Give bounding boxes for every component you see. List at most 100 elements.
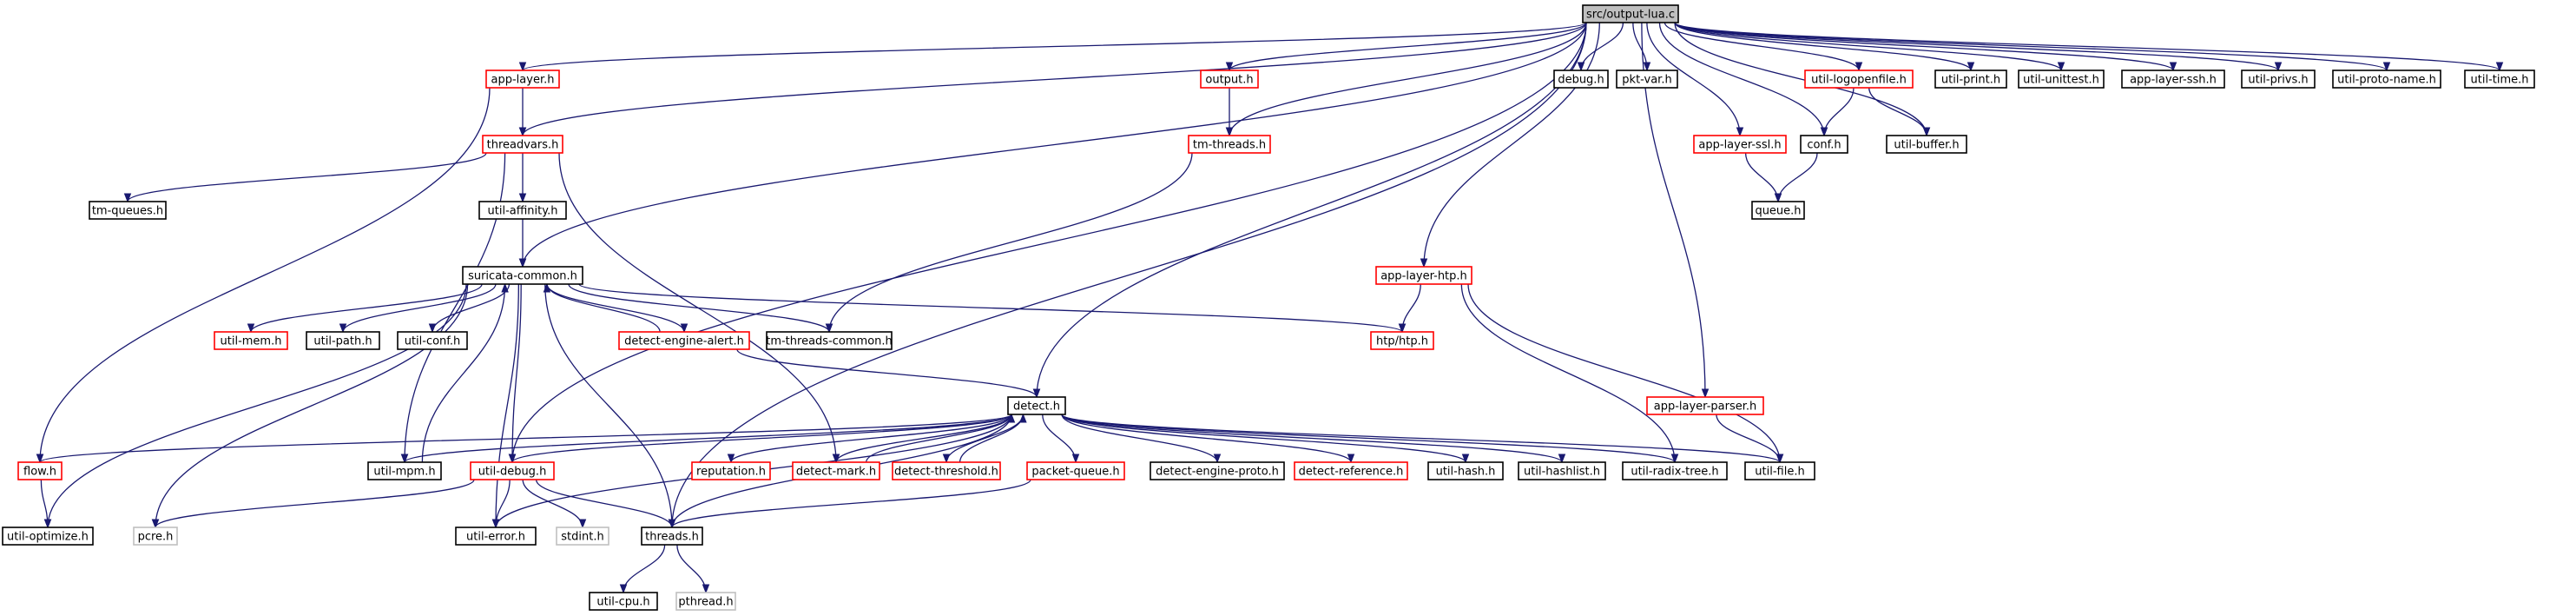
node-util-unittest[interactable]: util-unittest.h bbox=[2018, 70, 2105, 89]
edge-root-to-tm_threads bbox=[1229, 22, 1587, 136]
edge-detect-to-detect_mark bbox=[835, 414, 1012, 463]
node-util-mem[interactable]: util-mem.h bbox=[214, 331, 288, 350]
node-util-mpm[interactable]: util-mpm.h bbox=[367, 461, 442, 480]
node-label: util-path.h bbox=[313, 335, 372, 348]
node-htp[interactable]: htp/htp.h bbox=[1370, 331, 1434, 350]
edge-detect_engine_alert-to-detect bbox=[736, 348, 1038, 398]
edge-root-to-suricata_common bbox=[522, 22, 1587, 268]
node-app-layer[interactable]: app-layer.h bbox=[485, 70, 560, 89]
edge-util_mpm-to-suricata_common bbox=[421, 283, 506, 463]
arrowhead-root-to-app_layer_ssh bbox=[2169, 62, 2177, 72]
node-app-layer-ssl[interactable]: app-layer-ssl.h bbox=[1693, 135, 1787, 154]
node-box bbox=[1744, 461, 1815, 480]
node-label: util-file.h bbox=[1755, 466, 1804, 479]
node-detect-engine-proto[interactable]: detect-engine-proto.h bbox=[1150, 461, 1285, 480]
node-util-logopenfile[interactable]: util-logopenfile.h bbox=[1804, 70, 1914, 89]
node-util-radix-tree[interactable]: util-radix-tree.h bbox=[1622, 461, 1728, 480]
node-output[interactable]: output.h bbox=[1200, 70, 1259, 89]
node-box bbox=[1518, 461, 1606, 480]
node-util-affinity[interactable]: util-affinity.h bbox=[478, 201, 567, 220]
node-threadvars[interactable]: threadvars.h bbox=[482, 135, 563, 154]
node-queue[interactable]: queue.h bbox=[1751, 201, 1805, 220]
node-box bbox=[641, 527, 703, 546]
node-tm-threads-common[interactable]: tm-threads-common.h bbox=[766, 331, 893, 350]
node-detect-threshold[interactable]: detect-threshold.h bbox=[892, 461, 1001, 480]
node-suricata-common[interactable]: suricata-common.h bbox=[462, 266, 583, 285]
node-box bbox=[214, 331, 288, 350]
edge-root-to-util_debug bbox=[511, 22, 1587, 463]
node-util-path[interactable]: util-path.h bbox=[306, 331, 380, 350]
edge-root-to-util_print bbox=[1674, 22, 1972, 71]
node-box bbox=[1693, 135, 1787, 154]
edge-root-to-app_layer_htp bbox=[1423, 22, 1600, 268]
node-util-conf[interactable]: util-conf.h bbox=[397, 331, 468, 350]
arrowhead-detect-to-flow bbox=[36, 454, 44, 464]
node-label: pthread.h bbox=[678, 596, 733, 609]
node-util-print[interactable]: util-print.h bbox=[1934, 70, 2007, 89]
arrowhead-util_affinity-to-suricata_common bbox=[518, 258, 527, 268]
arrowhead-app_layer-to-threadvars bbox=[518, 127, 527, 137]
node-detect[interactable]: detect.h bbox=[1007, 396, 1066, 415]
node-app-layer-parser[interactable]: app-layer-parser.h bbox=[1646, 396, 1764, 415]
node-box bbox=[1804, 70, 1914, 89]
node-label: flow.h bbox=[23, 466, 56, 479]
node-util-privs[interactable]: util-privs.h bbox=[2241, 70, 2316, 89]
node-label: detect-engine-proto.h bbox=[1156, 466, 1279, 479]
edge-util_logopenfile-to-conf bbox=[1823, 87, 1855, 136]
arrowhead-detect-to-detect_mark bbox=[832, 454, 840, 464]
edge-threadvars-to-tm_queues bbox=[127, 152, 487, 202]
node-label: util-affinity.h bbox=[488, 205, 558, 218]
arrowhead-detect-to-reputation bbox=[727, 454, 735, 464]
node-util-error[interactable]: util-error.h bbox=[455, 527, 537, 546]
edge-root-to-threadvars bbox=[522, 22, 1587, 136]
node-box bbox=[1622, 461, 1728, 480]
node-box bbox=[2018, 70, 2105, 89]
node-util-hash[interactable]: util-hash.h bbox=[1427, 461, 1504, 480]
arrowhead-output-to-tm_threads bbox=[1225, 127, 1234, 137]
node-util-debug[interactable]: util-debug.h bbox=[470, 461, 555, 480]
node-util-buffer[interactable]: util-buffer.h bbox=[1886, 135, 1967, 154]
node-label: util-proto-name.h bbox=[2337, 74, 2436, 87]
edge-suricata_common-to-util_path bbox=[342, 283, 497, 333]
node-label: app-layer-parser.h bbox=[1654, 401, 1757, 414]
node-packet-queue[interactable]: packet-queue.h bbox=[1026, 461, 1125, 480]
arrowhead-threadvars-to-tm_queues bbox=[123, 193, 132, 203]
node-label: detect-engine-alert.h bbox=[624, 335, 744, 348]
node-threads[interactable]: threads.h bbox=[641, 527, 703, 546]
node-label: pcre.h bbox=[138, 531, 174, 544]
node-box bbox=[397, 331, 468, 350]
node-label: debug.h bbox=[1558, 74, 1604, 87]
node-box bbox=[589, 592, 658, 611]
node-util-cpu[interactable]: util-cpu.h bbox=[589, 592, 658, 611]
arrowhead-root-to-app_layer_htp bbox=[1420, 258, 1428, 268]
node-reputation[interactable]: reputation.h bbox=[691, 461, 771, 480]
node-label: queue.h bbox=[1755, 205, 1801, 218]
edge-suricata_common-to-util_mem bbox=[250, 283, 483, 333]
node-label: stdint.h bbox=[561, 531, 603, 544]
node-util-hashlist[interactable]: util-hashlist.h bbox=[1518, 461, 1606, 480]
node-util-proto-name[interactable]: util-proto-name.h bbox=[2332, 70, 2441, 89]
node-box bbox=[691, 461, 771, 480]
edge-util_debug-to-threads bbox=[535, 479, 673, 528]
node-util-optimize[interactable]: util-optimize.h bbox=[2, 527, 94, 546]
node-debug[interactable]: debug.h bbox=[1553, 70, 1609, 89]
arrowhead-root-to-util_unittest bbox=[2057, 62, 2065, 72]
node-app-layer-htp[interactable]: app-layer-htp.h bbox=[1375, 266, 1472, 285]
node-detect-engine-alert[interactable]: detect-engine-alert.h bbox=[618, 331, 750, 350]
edge-suricata_common-to-threads bbox=[544, 283, 673, 528]
node-tm-queues[interactable]: tm-queues.h bbox=[89, 201, 167, 220]
node-pkt-var[interactable]: pkt-var.h bbox=[1616, 70, 1678, 89]
node-detect-mark[interactable]: detect-mark.h bbox=[792, 461, 880, 480]
node-flow[interactable]: flow.h bbox=[17, 461, 63, 480]
node-tm-threads[interactable]: tm-threads.h bbox=[1188, 135, 1271, 154]
arrowhead-detect_engine_alert-to-detect bbox=[1032, 388, 1041, 399]
node-box bbox=[1800, 135, 1848, 154]
node-conf[interactable]: conf.h bbox=[1800, 135, 1848, 154]
node-util-time[interactable]: util-time.h bbox=[2464, 70, 2535, 89]
node-app-layer-ssh[interactable]: app-layer-ssh.h bbox=[2121, 70, 2225, 89]
node-detect-reference[interactable]: detect-reference.h bbox=[1294, 461, 1408, 480]
node-util-file[interactable]: util-file.h bbox=[1744, 461, 1815, 480]
node-box bbox=[133, 527, 178, 546]
node-label: threads.h bbox=[645, 531, 699, 544]
arrowhead-root-to-util_logopenfile bbox=[1855, 62, 1863, 72]
